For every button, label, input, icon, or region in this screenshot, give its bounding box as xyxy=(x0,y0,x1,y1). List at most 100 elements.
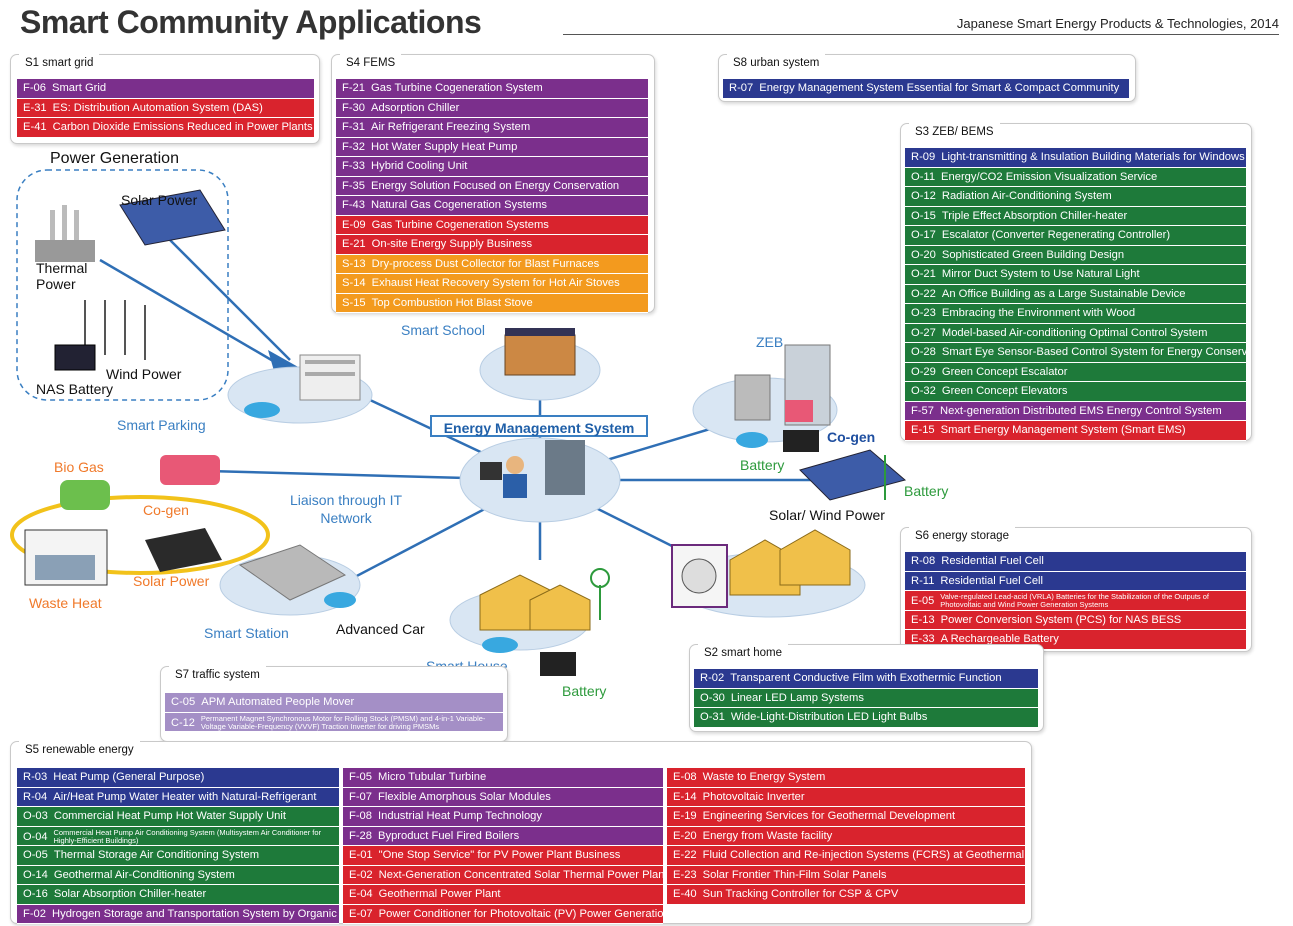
item-text: Top Combustion Hot Blast Stove xyxy=(371,296,533,309)
solar-wind-farm-icon xyxy=(799,449,907,501)
panel-s4-tab: S4 FEMS xyxy=(340,53,402,73)
item-code: F-08 xyxy=(349,810,373,822)
item-text: Valve-regulated Lead-acid (VRLA) Batteri… xyxy=(940,592,1210,609)
battery-house-label: Battery xyxy=(562,683,607,699)
item-code: E-40 xyxy=(673,888,697,900)
item-text: Hydrogen Storage and Transportation Syst… xyxy=(52,907,339,920)
item-text: Energy/CO2 Emission Visualization Servic… xyxy=(941,170,1158,183)
item-code: F-31 xyxy=(342,121,366,133)
item-code: C-05 xyxy=(171,696,196,708)
solar-wind-power-label: Solar/ Wind Power xyxy=(769,507,885,523)
item-code: O-28 xyxy=(911,346,936,358)
house-battery-icon xyxy=(540,652,576,676)
item-code: E-22 xyxy=(673,849,697,861)
item-code: E-14 xyxy=(673,790,697,803)
item-text: Wide-Light-Distribution LED Light Bulbs xyxy=(730,711,928,723)
list-item: E-05 Valve-regulated Lead-acid (VRLA) Bat… xyxy=(905,591,1246,611)
item-text: Adsorption Chiller xyxy=(371,101,460,114)
list-item: F-31 Air Refrigerant Freezing System xyxy=(336,118,648,138)
smart-school-icon xyxy=(504,328,576,376)
solar-power-left-label: Solar Power xyxy=(133,573,210,589)
list-item: R-11 Residential Fuel Cell xyxy=(905,571,1246,591)
cogen-right-label: Co-gen xyxy=(827,429,876,445)
wind-turbine-icon xyxy=(84,300,146,360)
item-text: ES: Distribution Automation System (DAS) xyxy=(52,101,263,114)
item-text: An Office Building as a Large Sustainabl… xyxy=(941,287,1186,300)
item-text: Escalator (Converter Regenerating Contro… xyxy=(941,229,1171,241)
item-code: O-32 xyxy=(911,385,936,397)
item-text: Air/Heat Pump Water Heater with Natural-… xyxy=(53,790,317,803)
item-text: Air Refrigerant Freezing System xyxy=(371,121,531,133)
cars-icon xyxy=(244,402,768,653)
item-code: R-07 xyxy=(729,82,754,94)
solar-panel-icon xyxy=(119,189,226,246)
item-code: E-02 xyxy=(349,868,373,881)
item-text: On-site Energy Supply Business xyxy=(371,238,533,250)
item-text: Smart Grid xyxy=(52,82,107,94)
solar-power-top-label: Solar Power xyxy=(121,192,198,208)
item-text: Carbon Dioxide Emissions Reduced in Powe… xyxy=(52,121,313,133)
item-text: Residential Fuel Cell xyxy=(940,574,1044,587)
smart-parking-label: Smart Parking xyxy=(117,417,206,433)
item-code: E-41 xyxy=(23,121,47,133)
item-text: Green Concept Elevators xyxy=(941,385,1068,397)
item-text: Mirror Duct System to Use Natural Light xyxy=(941,268,1140,280)
item-code: O-03 xyxy=(23,810,48,822)
item-text: Waste to Energy System xyxy=(702,771,826,783)
item-code: E-13 xyxy=(911,613,935,626)
cogen-left-icon xyxy=(160,455,220,485)
cogen-right-icon xyxy=(785,400,813,422)
item-text: Engineering Services for Geothermal Deve… xyxy=(702,810,956,822)
list-item: E-19 Engineering Services for Geothermal … xyxy=(667,807,1025,827)
item-code: E-05 xyxy=(911,595,935,607)
item-text: Commercial Heat Pump Hot Water Supply Un… xyxy=(53,810,286,822)
item-code: R-11 xyxy=(911,574,935,587)
list-item: E-22 Fluid Collection and Re-injection Sy… xyxy=(667,846,1025,866)
item-code: F-30 xyxy=(342,101,366,114)
zeb-label: ZEB xyxy=(756,334,784,350)
item-text: Sun Tracking Controller for CSP & CPV xyxy=(702,888,899,900)
item-text: Natural Gas Cogeneration Systems xyxy=(371,199,547,211)
item-text: Fluid Collection and Re-injection System… xyxy=(702,849,1025,861)
item-code: E-20 xyxy=(673,829,697,842)
item-text: Power Conversion System (PCS) for NAS BE… xyxy=(940,613,1182,626)
item-code: E-09 xyxy=(342,218,366,231)
item-code: R-03 xyxy=(23,771,48,783)
item-text: Industrial Heat Pump Technology xyxy=(378,810,542,822)
panel-s5-tab: S5 renewable energy xyxy=(19,740,140,760)
item-code: O-22 xyxy=(911,287,936,300)
item-text: Thermal Storage Air Conditioning System xyxy=(53,849,260,861)
item-code: E-19 xyxy=(673,810,697,822)
item-text: Residential Fuel Cell xyxy=(941,555,1044,567)
bio-gas-label: Bio Gas xyxy=(54,459,104,475)
